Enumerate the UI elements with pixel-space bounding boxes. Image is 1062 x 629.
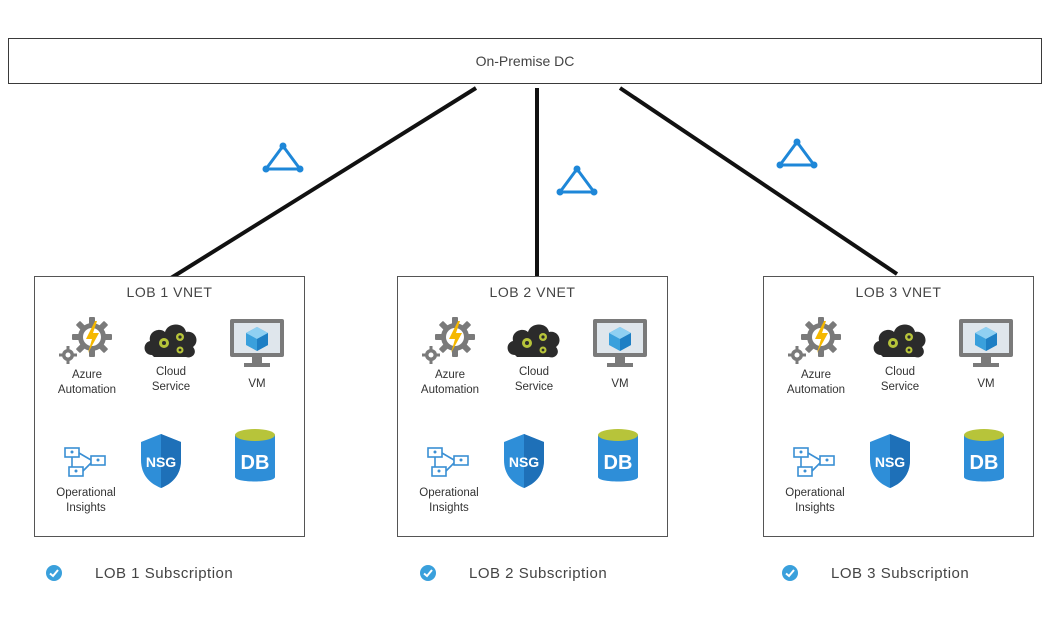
- lob1-subscription: LOB 1 Subscription: [45, 562, 233, 584]
- network-security-group: NSG: [133, 432, 189, 490]
- connection-line-lob3: [618, 86, 899, 276]
- cloud-service-icon: [873, 324, 926, 358]
- vm-monitor-icon: [230, 319, 284, 367]
- nsg-shield-icon: NSG: [870, 434, 910, 488]
- network-security-group: NSG: [496, 432, 552, 490]
- cloud-service: Cloud Service: [494, 317, 574, 395]
- cloud-service-label: Cloud Service: [880, 366, 920, 393]
- cloud-service-icon: [507, 324, 560, 358]
- operational-insights-label: Operational Insights: [56, 487, 116, 514]
- vnet-title: LOB 3 VNET: [855, 284, 942, 300]
- subscription-icon: [46, 565, 62, 581]
- azure-automation-label: Azure Automation: [786, 369, 846, 396]
- subscription-icon: [420, 565, 436, 581]
- virtual-machine: VM: [223, 317, 291, 392]
- cloud-service: Cloud Service: [131, 317, 211, 395]
- subscription-label: LOB 3 Subscription: [831, 564, 970, 582]
- cloud-service: Cloud Service: [860, 317, 940, 395]
- operational-insights: Operational Insights: [408, 445, 490, 516]
- lob2-vnet-box: LOB 2 VNET Azure Automation: [397, 276, 668, 537]
- vpn-gateway-icon: [262, 142, 304, 173]
- vnet-title: LOB 2 VNET: [489, 284, 576, 300]
- database-icon: DB: [235, 429, 275, 482]
- subscription-icon: [782, 565, 798, 581]
- on-premise-dc-box: On-Premise DC: [8, 38, 1042, 84]
- subscription-label: LOB 1 Subscription: [95, 564, 234, 582]
- vm-monitor-icon: [593, 319, 647, 367]
- cloud-service-label: Cloud Service: [151, 366, 191, 393]
- vnet-title: LOB 1 VNET: [126, 284, 213, 300]
- database-icon: DB: [964, 429, 1004, 482]
- vm-label: VM: [977, 378, 995, 390]
- azure-automation-label: Azure Automation: [420, 369, 480, 396]
- azure-automation-icon: [59, 317, 112, 364]
- db-label: DB: [241, 452, 270, 474]
- nsg-shield-icon: NSG: [504, 434, 544, 488]
- vm-label: VM: [248, 378, 266, 390]
- azure-automation-icon: [788, 317, 841, 364]
- cloud-service-icon: [144, 324, 197, 358]
- virtual-machine: VM: [586, 317, 654, 392]
- azure-automation: Azure Automation: [412, 313, 488, 398]
- azure-automation: Azure Automation: [49, 313, 125, 398]
- connection-line-lob1: [169, 86, 478, 280]
- operational-insights: Operational Insights: [45, 445, 127, 516]
- db-label: DB: [604, 452, 633, 474]
- vm-monitor-icon: [959, 319, 1013, 367]
- database-icon: DB: [598, 429, 638, 482]
- lob3-subscription: LOB 3 Subscription: [781, 562, 969, 584]
- azure-automation: Azure Automation: [778, 313, 854, 398]
- nsg-label: NSG: [875, 454, 905, 470]
- operational-insights-icon: [427, 447, 469, 477]
- database: DB: [956, 427, 1012, 485]
- azure-automation-icon: [422, 317, 475, 364]
- lob3-vnet-box: LOB 3 VNET Azure Automation: [763, 276, 1034, 537]
- operational-insights-icon: [64, 447, 106, 477]
- vpn-gateway-icon: [776, 138, 818, 169]
- azure-automation-label: Azure Automation: [57, 369, 117, 396]
- vpn-gateway-icon: [556, 165, 598, 196]
- operational-insights-label: Operational Insights: [419, 487, 479, 514]
- on-premise-dc-label: On-Premise DC: [475, 53, 575, 69]
- nsg-label: NSG: [146, 454, 176, 470]
- virtual-machine: VM: [952, 317, 1020, 392]
- lob2-subscription: LOB 2 Subscription: [419, 562, 607, 584]
- database: DB: [590, 427, 646, 485]
- db-label: DB: [970, 452, 999, 474]
- network-security-group: NSG: [862, 432, 918, 490]
- subscription-label: LOB 2 Subscription: [469, 564, 608, 582]
- operational-insights: Operational Insights: [774, 445, 856, 516]
- nsg-shield-icon: NSG: [141, 434, 181, 488]
- nsg-label: NSG: [509, 454, 539, 470]
- cloud-service-label: Cloud Service: [514, 366, 554, 393]
- vm-label: VM: [611, 378, 629, 390]
- lob1-vnet-box: LOB 1 VNET Azure Automation: [34, 276, 305, 537]
- operational-insights-icon: [793, 447, 835, 477]
- database: DB: [227, 427, 283, 485]
- operational-insights-label: Operational Insights: [785, 487, 845, 514]
